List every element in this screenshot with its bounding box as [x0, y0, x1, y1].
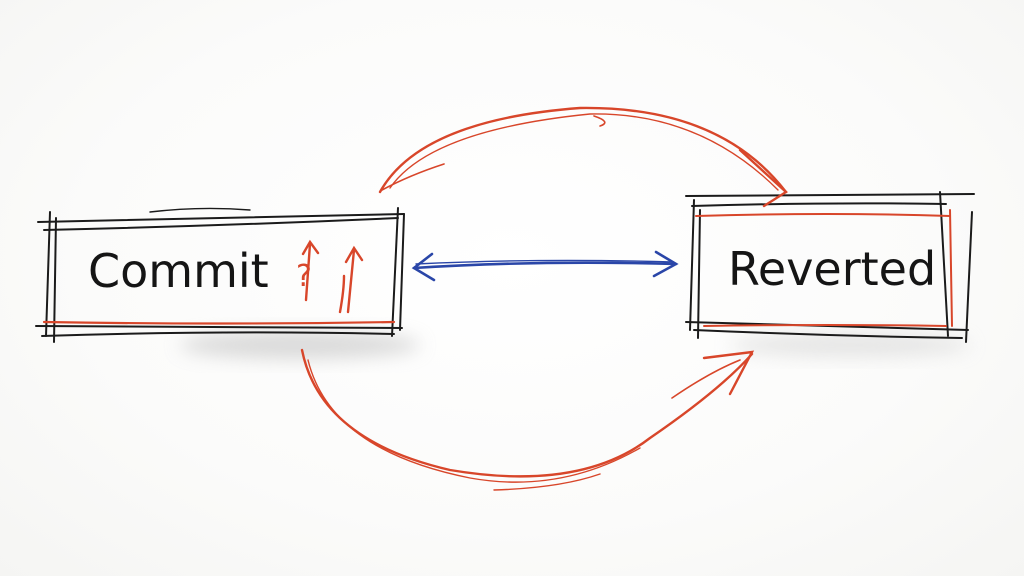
reverted-box-shadow — [730, 333, 970, 357]
commit-box-red-line — [42, 320, 396, 325]
commit-question-mark: ? — [296, 259, 312, 294]
commit-box[interactable] — [35, 207, 405, 343]
red-arrow-bottom — [300, 348, 755, 491]
reverted-label: Reverted — [728, 242, 937, 296]
commit-red-arrows — [301, 239, 364, 314]
commit-box-shadow — [180, 331, 420, 359]
reverted-box-red-lines — [695, 209, 953, 327]
commit-label: Commit — [88, 244, 269, 298]
red-arrow-top — [378, 106, 788, 208]
blue-double-arrow — [411, 250, 679, 282]
